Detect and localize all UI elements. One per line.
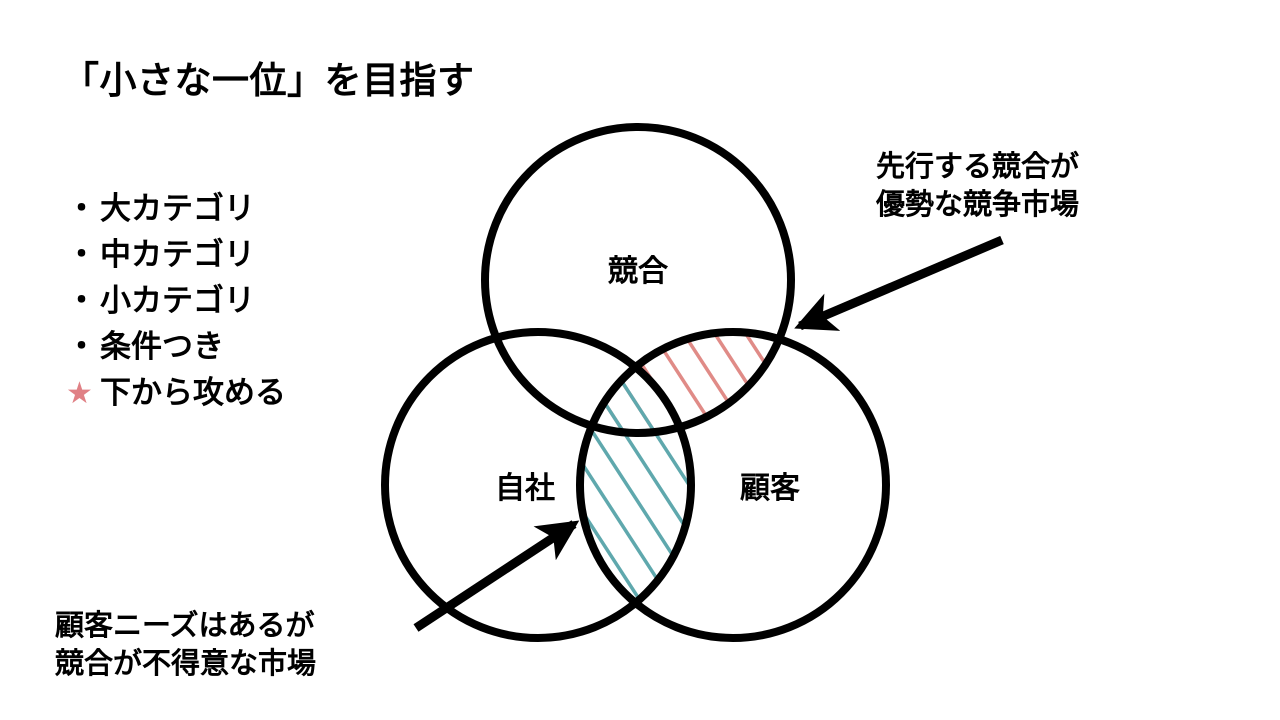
list-item-label: 小カテゴリ [100,283,255,318]
list-item-label: 下から攻める [100,375,286,410]
bullet-dot-icon: ・ [66,329,97,364]
venn-label-customer: 顧客 [740,472,800,505]
annotation-top-right-line2: 優勢な競争市場 [876,189,1080,221]
list-item: ・ 小カテゴリ [66,278,286,324]
annotation-top-right: 先行する競合が 優勢な競争市場 [876,148,1079,224]
overlap-company-customer [580,332,691,638]
venn-label-competitor: 競合 [608,255,668,288]
annotation-top-right-line1: 先行する競合が [876,151,1080,183]
annotation-bottom-left: 顧客ニーズはあるが 競合が不得意な市場 [55,607,316,683]
list-item: ・ 中カテゴリ [66,232,286,278]
annotation-arrow-bottom-left [413,520,580,632]
annotation-bottom-left-line1: 顧客ニーズはあるが [55,610,315,642]
bullet-dot-icon: ・ [66,191,97,226]
list-item-label: 大カテゴリ [100,191,255,226]
page-title: 「小さな一位」を目指す [62,59,475,101]
venn-circle-customer [576,328,890,642]
bullet-list: ・ 大カテゴリ ・ 中カテゴリ ・ 小カテゴリ ・ 条件つき ★ 下から攻める [66,186,286,417]
star-icon: ★ [66,377,93,410]
annotation-arrow-top-right [794,235,1004,331]
bullet-dot-icon: ・ [66,283,97,318]
list-item-highlighted: ★ 下から攻める [66,370,286,417]
venn-label-company: 自社 [495,472,555,505]
list-item: ・ 大カテゴリ [66,186,286,232]
bullet-dot-icon: ・ [66,237,97,272]
list-item: ・ 条件つき [66,324,286,370]
annotation-bottom-left-line2: 競合が不得意な市場 [55,648,317,680]
list-item-label: 中カテゴリ [100,237,255,272]
list-item-label: 条件つき [100,329,224,364]
